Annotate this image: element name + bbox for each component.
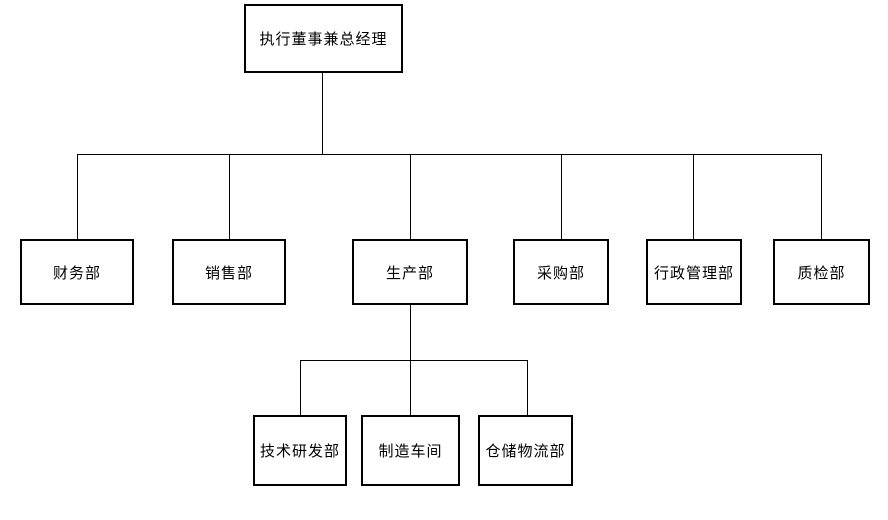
connector-level2-bus [77, 154, 822, 155]
connector-drop-rd [300, 360, 301, 415]
connector-drop-sales [229, 154, 230, 239]
connector-production-vertical [410, 305, 411, 360]
connector-drop-warehouse [527, 360, 528, 415]
connector-root-vertical [322, 73, 323, 154]
connector-drop-quality [821, 154, 822, 239]
node-admin-management-dept[interactable]: 行政管理部 [646, 239, 742, 305]
node-manufacturing-workshop[interactable]: 制造车间 [361, 415, 460, 486]
connector-drop-production [410, 154, 411, 239]
node-purchasing-dept[interactable]: 采购部 [513, 239, 609, 305]
node-sales-dept[interactable]: 销售部 [172, 239, 286, 305]
node-finance-dept[interactable]: 财务部 [20, 239, 134, 305]
node-production-dept[interactable]: 生产部 [352, 239, 468, 305]
node-tech-rd-dept[interactable]: 技术研发部 [253, 415, 347, 486]
node-warehouse-logistics-dept[interactable]: 仓储物流部 [478, 415, 573, 486]
connector-drop-admin [693, 154, 694, 239]
connector-drop-purchasing [561, 154, 562, 239]
connector-drop-finance [77, 154, 78, 239]
node-quality-inspection-dept[interactable]: 质检部 [773, 239, 870, 305]
node-general-manager[interactable]: 执行董事兼总经理 [244, 4, 403, 73]
connector-level3-bus [300, 360, 528, 361]
connector-drop-manufacturing [410, 360, 411, 415]
